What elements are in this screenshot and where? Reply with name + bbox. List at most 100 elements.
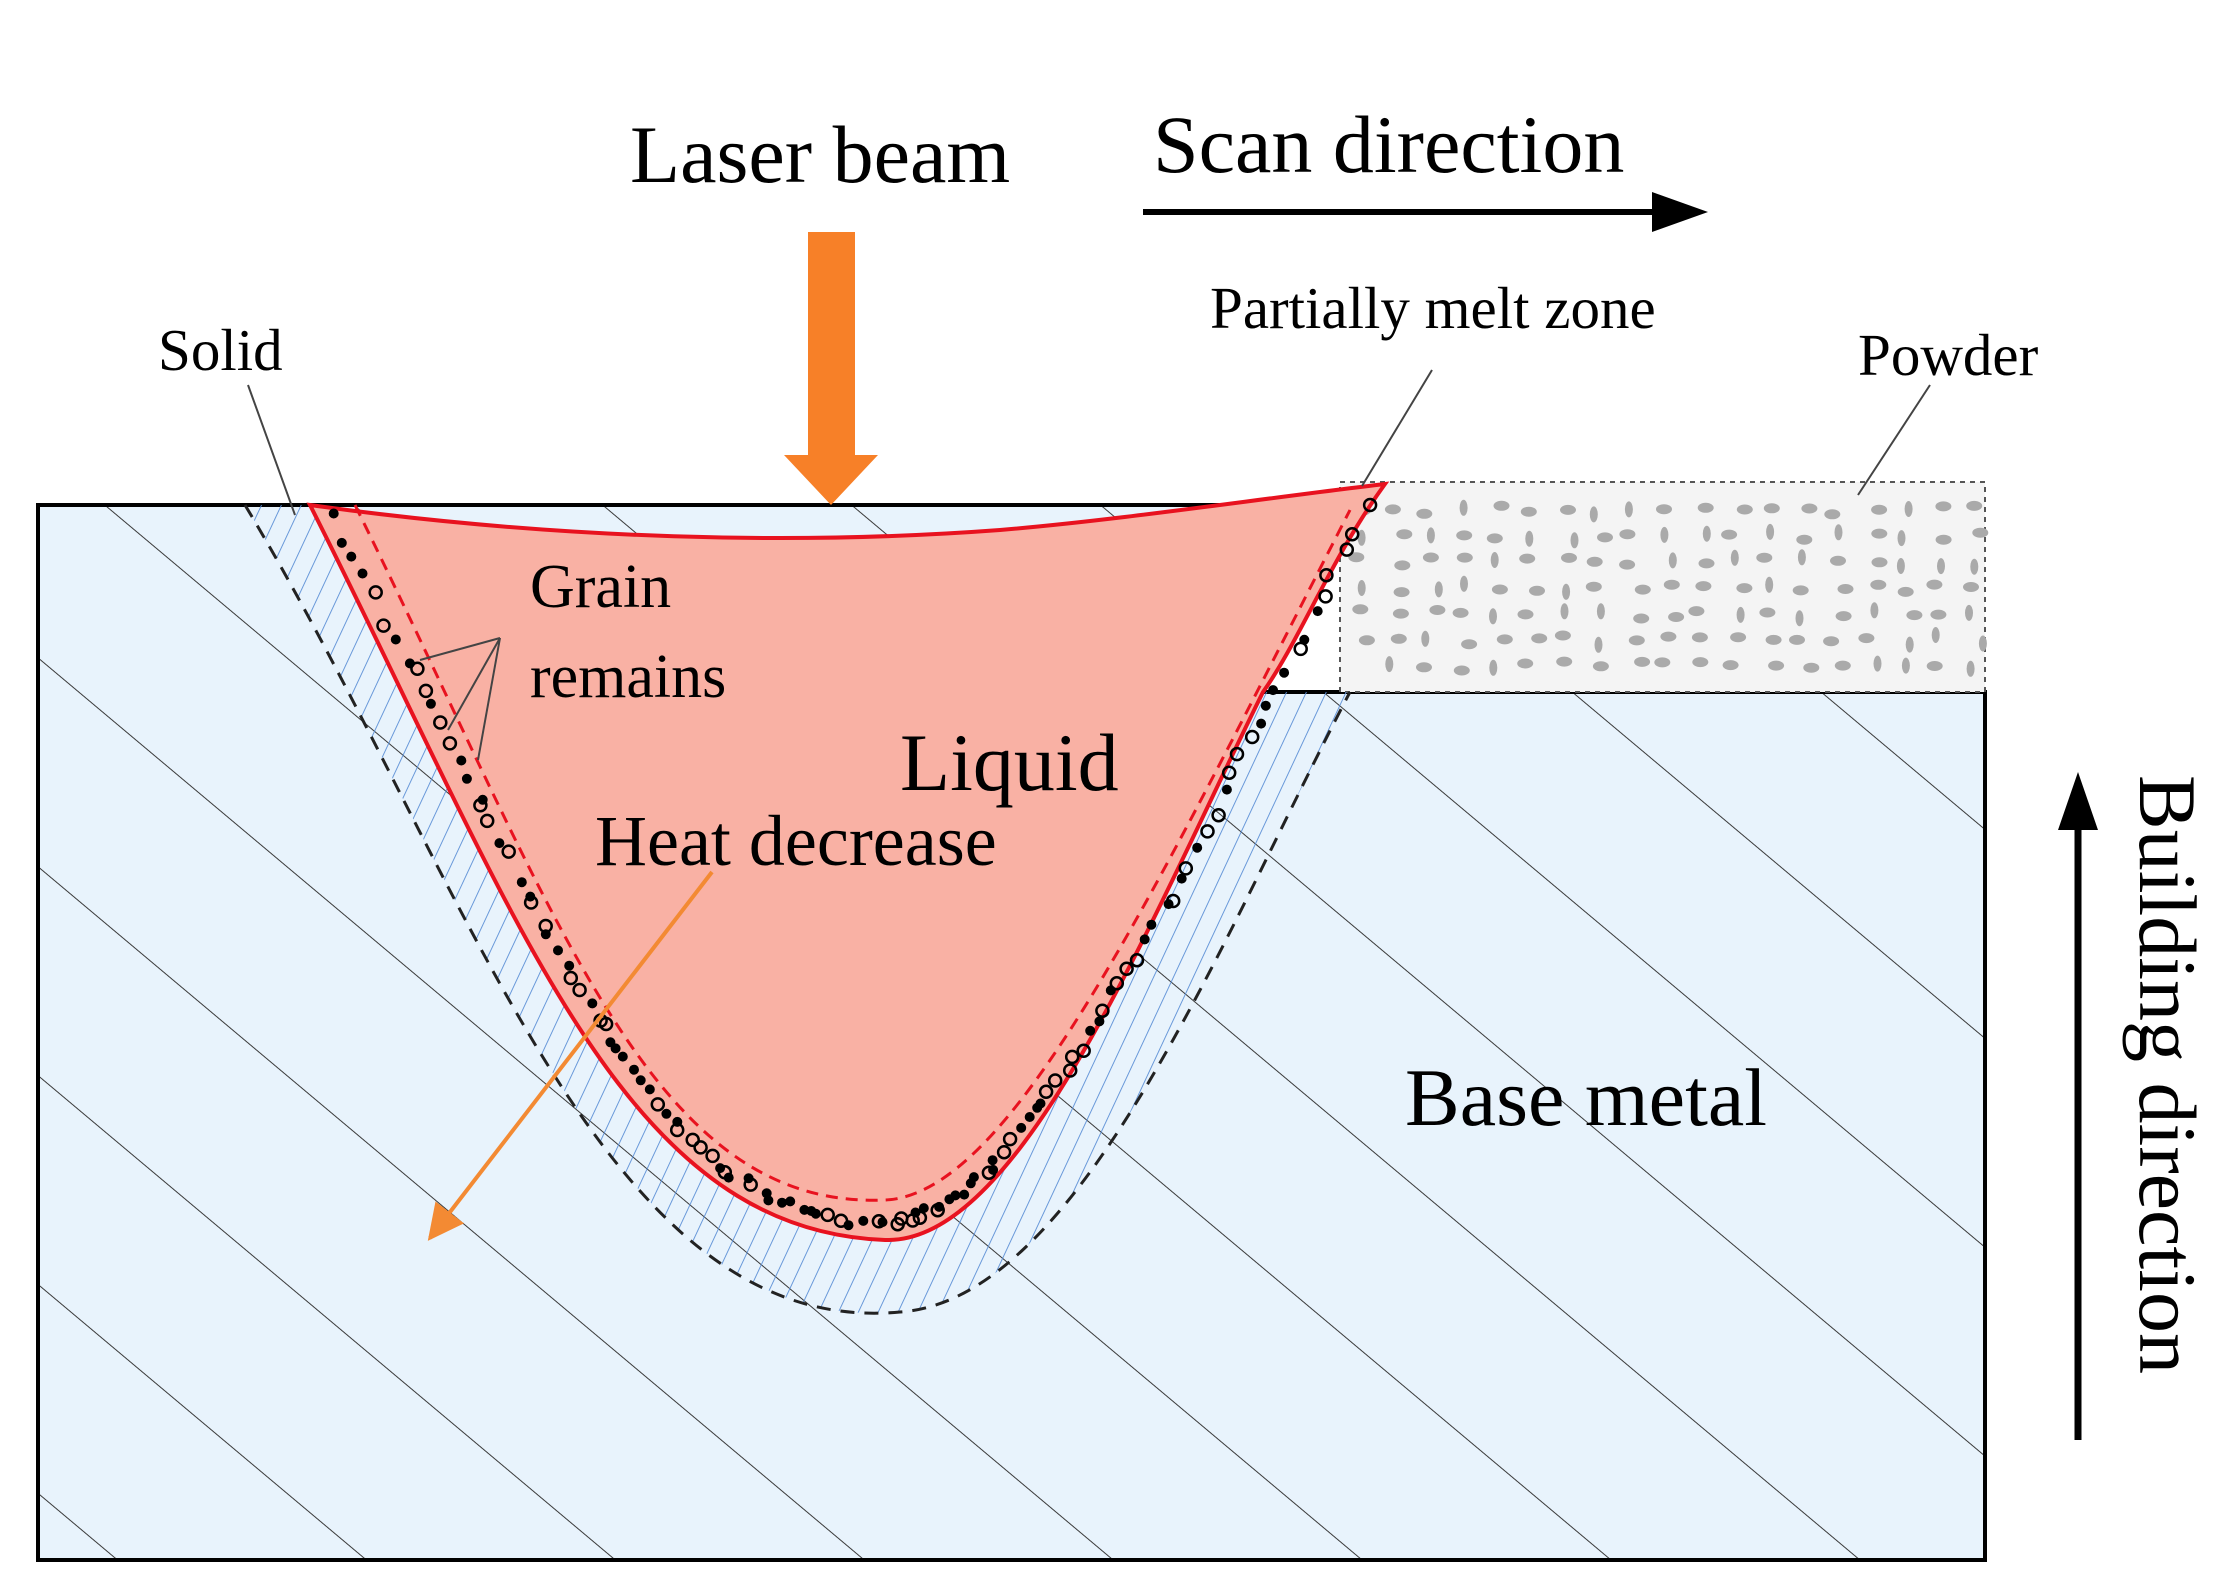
grain-leader-2 [447, 637, 501, 731]
liquid-melt-pool [306, 481, 1390, 1243]
grain-remain-particle [516, 877, 527, 888]
powder-particle [1619, 559, 1636, 570]
grain-remain-particle [629, 1064, 639, 1075]
grain-remain-particle [523, 895, 539, 910]
powder-particle [1835, 611, 1852, 622]
powder-particle [1560, 603, 1569, 620]
powder-particle [1531, 633, 1548, 644]
powder-particle [1517, 658, 1534, 669]
grain-remain-particle [1062, 1063, 1078, 1078]
powder-particle [1634, 656, 1651, 667]
powder-particle [1692, 657, 1709, 668]
powder-particle [1597, 532, 1613, 543]
powder-particle [1824, 509, 1841, 520]
grain-remain-particle [723, 1172, 734, 1183]
powder-layer [1339, 481, 1989, 693]
grain-remain-particle [376, 618, 391, 633]
grain-remains-label-line2: remains [530, 643, 726, 711]
liquid-label: Liquid [900, 717, 1119, 808]
grain-remain-particle [1095, 1003, 1110, 1018]
grain-remain-particle [1085, 1025, 1096, 1036]
grain-remain-particle [1339, 542, 1355, 557]
powder-particle [1434, 581, 1443, 598]
grain-remain-particle [743, 1177, 758, 1192]
solid-zone-outer-boundary [243, 504, 1352, 1315]
powder-particle [1688, 606, 1705, 617]
powder-particle [1896, 558, 1905, 574]
powder-particle [1935, 534, 1952, 545]
powder-particle [1561, 552, 1577, 563]
powder-particle [1460, 575, 1468, 592]
powder-particle [1493, 500, 1510, 511]
grain-leader-3 [477, 637, 501, 761]
grain-remain-particle [1344, 527, 1360, 542]
powder-particle [1394, 560, 1411, 571]
grain-remain-particle [1129, 952, 1145, 968]
powder-particle [1594, 636, 1603, 653]
grain-remain-particle [442, 736, 458, 751]
grain-remain-particle [461, 773, 472, 784]
grain-remain-particle [987, 1155, 998, 1166]
powder-label: Powder [1858, 322, 2039, 388]
grain-remain-particle [368, 585, 383, 600]
powder-particle [1698, 558, 1715, 569]
powder-particle [1596, 603, 1605, 620]
powder-particle [1554, 630, 1571, 641]
powder-particle [1830, 555, 1846, 566]
powder-particle [1663, 579, 1680, 590]
powder-particle [1348, 552, 1365, 563]
grain-remain-particle [1260, 700, 1271, 711]
laser-beam-arrow [784, 232, 878, 505]
grain-remain-particle [1221, 765, 1237, 780]
powder-particle [1730, 632, 1747, 643]
powder-particle [1585, 581, 1602, 592]
powder-particle [1736, 606, 1745, 623]
grain-remain-particle [563, 970, 579, 986]
powder-particle [1937, 558, 1945, 575]
grain-remain-particle [635, 1075, 646, 1086]
powder-particle [1766, 523, 1775, 540]
grain-remain-particle [1139, 934, 1150, 945]
powder-particle [1392, 608, 1409, 619]
grain-remain-particle [410, 661, 425, 677]
powder-particle [1384, 504, 1401, 515]
powder-particle [1562, 583, 1571, 600]
powder-particle [1736, 583, 1753, 594]
powder-particle [1905, 636, 1914, 653]
grain-remain-particle [959, 1189, 970, 1200]
powder-particle [1634, 584, 1651, 595]
solid-leader [247, 384, 296, 516]
powder-particle [1525, 530, 1534, 547]
grain-remain-particle [693, 1140, 708, 1155]
powder-particle [1904, 501, 1913, 517]
powder-particle [1691, 632, 1708, 643]
powder-particle [1897, 530, 1906, 547]
building-direction-label: Building direction [2122, 775, 2213, 1374]
powder-particle [1489, 659, 1498, 676]
grain-remain-particle [346, 551, 357, 562]
grain-remain-particle [553, 945, 563, 956]
powder-particle [1963, 582, 1979, 592]
grain-remain-particle [473, 798, 488, 813]
powder-particle [1795, 610, 1804, 627]
powder-particle [1660, 631, 1677, 642]
powder-particle [1358, 635, 1375, 646]
powder-particle [1668, 612, 1685, 622]
grain-remain-particle [705, 1148, 720, 1164]
powder-particle [1633, 613, 1650, 624]
powder-particle [1834, 524, 1843, 541]
grain-remain-particle [843, 1220, 854, 1231]
powder-particle [1926, 661, 1943, 671]
powder-particle [1452, 607, 1469, 618]
grain-remain-particle [1016, 1122, 1027, 1133]
grain-remain-particle [763, 1195, 774, 1206]
powder-particle [1931, 627, 1940, 643]
grain-remain-particle [425, 698, 436, 709]
grain-remain-particle [1256, 718, 1267, 729]
grain-remain-particle [456, 755, 467, 766]
powder-particle [1461, 639, 1478, 650]
grain-remain-particle [1076, 1043, 1091, 1059]
powder-particles [1348, 499, 1989, 677]
grain-remain-particle [1299, 634, 1310, 645]
